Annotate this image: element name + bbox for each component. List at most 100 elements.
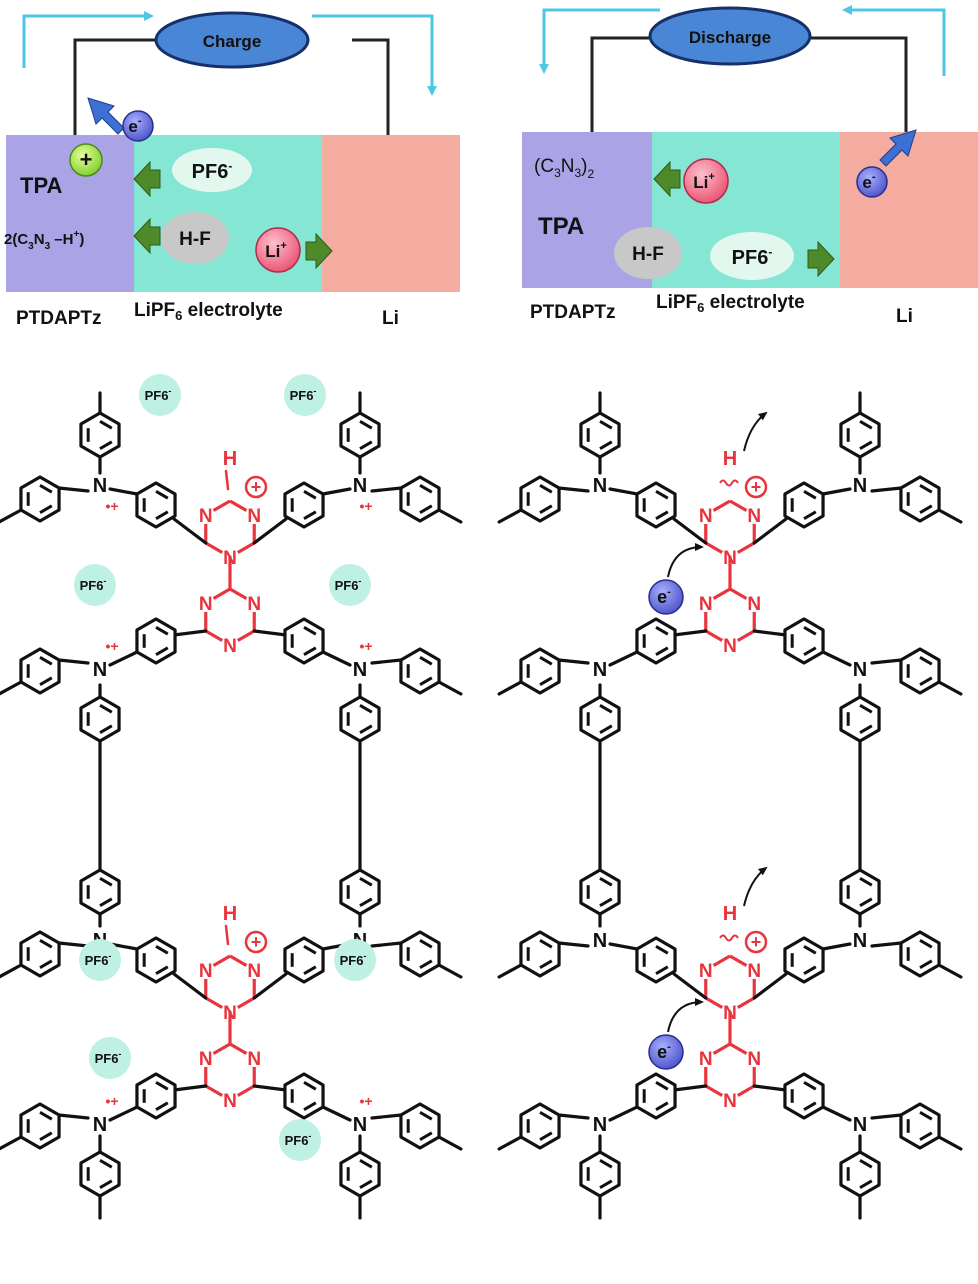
tolyl-ring: [899, 475, 941, 523]
ring-double-bond: [303, 510, 317, 520]
ring-outline: [79, 1150, 121, 1198]
nitrogen-atom: N: [353, 659, 367, 681]
positive-charge-circle: [244, 930, 268, 954]
breaking-bond: [719, 934, 739, 942]
aryl-triazine-bond: [672, 1084, 708, 1092]
triazine-nitrogen: N: [747, 506, 761, 527]
electron: e-: [648, 579, 684, 615]
nitrogen-atom: N: [93, 475, 107, 497]
methyl-bond: [0, 680, 23, 696]
ring-double-bond: [155, 965, 169, 975]
triazine-n-bg: [221, 1091, 239, 1109]
nitrogen-atom: N: [853, 475, 867, 497]
n-aryl-bond: [608, 650, 639, 667]
ring-double-bond: [303, 1081, 317, 1091]
n-aryl-bond: [57, 941, 90, 948]
ring-outline: [899, 475, 941, 523]
ring-outline: [79, 411, 121, 459]
pf6-bubble: [279, 1119, 321, 1161]
triazine-ring: NNN: [196, 954, 264, 1024]
n-aryl-bond: [370, 486, 403, 493]
discharge-flow-arrow-right: [842, 5, 946, 76]
radical-cation-label: •+: [105, 638, 118, 654]
ring-double-bond: [303, 626, 317, 636]
phenylene-ring: [635, 1072, 677, 1120]
charge-hf-blob: [161, 212, 229, 264]
n-aryl-bond: [108, 487, 139, 496]
tolyl-ring: [399, 475, 441, 523]
positive-charge-circle: [744, 930, 768, 954]
radical-cation-label: •+: [105, 1093, 118, 1109]
ring-double-bond: [539, 676, 553, 686]
ring-double-bond: [599, 704, 613, 714]
ring-double-bond: [655, 1081, 669, 1091]
discharge-li-text: Li+: [693, 171, 715, 192]
charge-label-electrolyte: LiPF6 electrolyte: [134, 300, 283, 323]
charge-load: [154, 11, 310, 69]
ring-outline: [519, 1102, 561, 1150]
ring-outline: [635, 617, 677, 665]
triazine-nitrogen: N: [723, 1091, 737, 1112]
triazine-nitrogen: N: [747, 961, 761, 982]
charge-li-text: Li+: [265, 240, 287, 261]
triazine-nitrogen: N: [247, 1049, 261, 1070]
n-h-bond: [224, 469, 230, 491]
nitrogen-atom: N: [93, 659, 107, 681]
charge-label-cathode: PTDAPTz: [16, 308, 102, 329]
ring-double-bond: [303, 490, 317, 500]
triazine-nitrogen: N: [199, 594, 213, 615]
ring-outline: [283, 936, 325, 984]
n-aryl-bond: [321, 650, 352, 667]
ring-double-bond: [39, 676, 53, 686]
methyl-bond: [497, 680, 523, 696]
ring-outline: [19, 647, 61, 695]
ring-double-bond: [803, 1081, 817, 1091]
aryl-triazine-bond: [252, 1084, 288, 1092]
ring-double-bond: [155, 1081, 169, 1091]
pf6-charge: -: [358, 576, 361, 586]
nitrogen-atom: N: [353, 475, 367, 497]
triazine-ring: NNN: [696, 1042, 764, 1112]
pf6-bubble: [74, 564, 116, 606]
pf6-label: PF6-: [335, 576, 362, 593]
n-aryl-bond: [108, 1105, 139, 1122]
discharge-load: [648, 6, 812, 66]
ring-double-bond: [419, 959, 433, 969]
ring-outline: [339, 695, 381, 743]
ring-double-bond: [303, 965, 317, 975]
ring-outline: [399, 1102, 441, 1150]
n-aryl-bond: [108, 650, 139, 667]
phenylene-ring: [783, 936, 825, 984]
ring-outline: [579, 411, 621, 459]
ring-outline: [283, 481, 325, 529]
methyl-bond: [937, 508, 963, 524]
radical-cation-label: •+: [359, 1093, 372, 1109]
ring-double-bond: [99, 420, 113, 430]
ring-double-bond: [419, 504, 433, 514]
pf6-charge: -: [118, 1049, 121, 1059]
triazine-nitrogen: N: [199, 961, 213, 982]
ring-double-bond: [655, 945, 669, 955]
discharge-pf6-blob: [710, 232, 794, 280]
ring-outline: [19, 1102, 61, 1150]
triazine-n-bg: [745, 594, 764, 612]
tolyl-ring: [899, 1102, 941, 1150]
discharge-green-arrow-li: [653, 160, 681, 198]
pf6-counterion: PF6-: [139, 374, 181, 416]
pf6-bubble: [284, 374, 326, 416]
pf6-label: PF6-: [85, 951, 112, 968]
electron-sphere: [648, 1034, 684, 1070]
pf6-counterion: PF6-: [279, 1119, 321, 1161]
ring-double-bond: [859, 724, 873, 734]
n-aryl-bond: [57, 1113, 90, 1120]
ring-double-bond: [859, 897, 873, 907]
pf6-charge: -: [308, 1131, 311, 1141]
triazine-nitrogen: N: [199, 1049, 213, 1070]
pf6-formula: PF6: [285, 1133, 309, 1148]
triazine-ring: NNN: [696, 587, 764, 657]
triazine-n-bg: [245, 594, 264, 612]
ring-double-bond: [155, 945, 169, 955]
discharge-label-electrolyte: LiPF6 electrolyte: [656, 292, 805, 315]
